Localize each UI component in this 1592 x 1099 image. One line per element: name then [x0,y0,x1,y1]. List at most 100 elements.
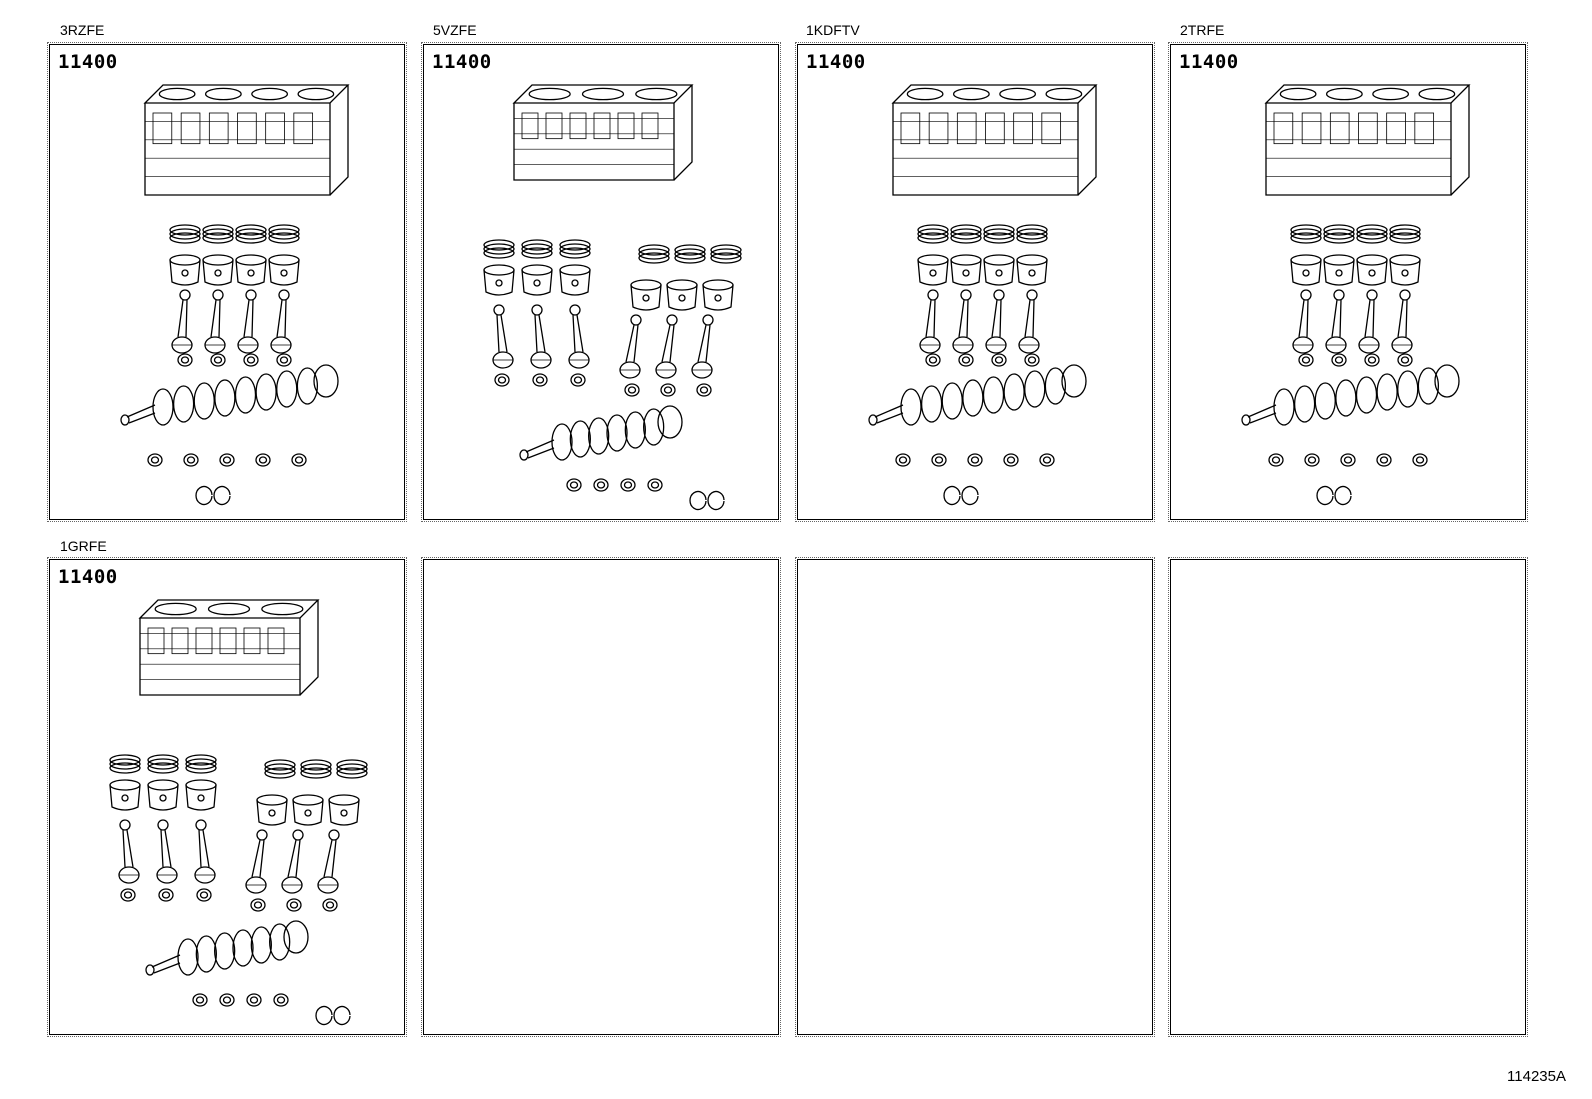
block-end [329,85,349,196]
part-number[interactable]: 11400 [432,51,492,73]
piston-ring [983,232,1015,244]
bearing-bore [994,356,1004,364]
piston-ring [1356,228,1388,240]
piston-pin [247,269,255,277]
rod-small-end [1366,289,1378,301]
rod-beam [1298,299,1309,338]
empty-panel [795,557,1155,1037]
piston-crown [292,794,324,806]
piston-ring [336,759,368,771]
cylinder-bore [261,602,304,616]
block-web [1301,112,1322,145]
rod-small-end [960,289,972,301]
part-number[interactable]: 11400 [58,566,118,588]
block-web [208,112,229,145]
panel-5vzfe[interactable]: 11400 [421,42,781,522]
rod-beam [177,299,188,338]
crank-snout [126,404,156,424]
piston-ring [147,754,179,766]
block-end [1450,85,1470,196]
bearing-bore [289,901,299,909]
bearing-bore [186,456,196,464]
crank-web [269,923,291,961]
block-web [219,627,237,655]
crank-flange [283,920,309,954]
piston-skirt [256,799,288,826]
part-number[interactable]: 11400 [58,51,118,73]
engine-label-1grfe: 1GRFE [60,538,107,554]
crank-web [1314,382,1336,420]
panel-1grfe[interactable]: 11400 [47,557,407,1037]
piston-crown [917,254,949,266]
rod-beam [198,829,210,868]
bearing-shell [1412,453,1428,467]
bearing-bore [1400,356,1410,364]
piston-ring [268,228,300,240]
piston-pin [268,809,276,817]
bearing-bore [535,376,545,384]
piston-pin [533,279,541,287]
crank-snout [874,404,904,424]
bearing-shell [1024,353,1040,367]
rod-beam [496,314,508,353]
rod-small-end [179,289,191,301]
bearing-bore [195,996,205,1004]
piston-skirt [559,269,591,296]
rod-small-end [666,314,678,326]
piston-crown [235,254,267,266]
block-web [265,112,285,145]
crank-web [1417,367,1440,405]
short-block-illustration [1241,84,1471,506]
bearing-shell [570,373,586,387]
rod-beam [697,324,711,363]
piston-ring [483,239,515,251]
crank-web [234,376,257,414]
engine-label-3rzfe: 3RZFE [60,22,105,38]
rod-beam [243,299,254,338]
rod-beam [1364,299,1375,338]
block-deck [512,84,694,104]
crank-nose [868,414,878,426]
piston-pin [495,279,503,287]
bearing-shell [250,898,266,912]
cylinder-bore [158,87,196,101]
panel-2trfe[interactable]: 11400 [1168,42,1528,522]
piston-crown [702,279,734,291]
rod-beam [1331,299,1342,338]
piston-ring [1356,232,1388,244]
part-number[interactable]: 11400 [1179,51,1239,73]
bearing-shell [660,383,676,397]
piston-crown [147,779,179,791]
piston-crown [1016,254,1048,266]
bearing-shell [566,478,582,492]
block-web [900,112,921,145]
piston-pin [1401,269,1409,277]
cylinder-bore [1372,87,1410,101]
piston-crown [1356,254,1388,266]
piston-pin [280,269,288,277]
panel-1kdftv[interactable]: 11400 [795,42,1155,522]
crank-web [1335,379,1357,417]
crank-web [1024,370,1046,408]
crank-web [172,385,195,423]
block-web [985,112,1005,145]
bearing-bore [213,356,223,364]
engine-label-1kdftv: 1KDFTV [806,22,860,38]
illustration-reference-code: 114235A [1507,1068,1566,1085]
piston-ring [638,244,670,256]
rod-beam [287,839,301,878]
thrust-washer [195,485,213,506]
part-number[interactable]: 11400 [806,51,866,73]
panel-3rzfe[interactable]: 11400 [47,42,407,522]
bearing-shell [925,353,941,367]
block-end [673,85,693,181]
crank-web [920,385,943,423]
piston-crown [185,779,217,791]
cylinder-bore [581,87,625,101]
piston-ring [483,247,515,259]
block-web [171,627,189,655]
block-web [641,112,659,140]
rod-beam [958,299,969,338]
bearing-shell [276,353,292,367]
block-deck [1264,84,1471,104]
